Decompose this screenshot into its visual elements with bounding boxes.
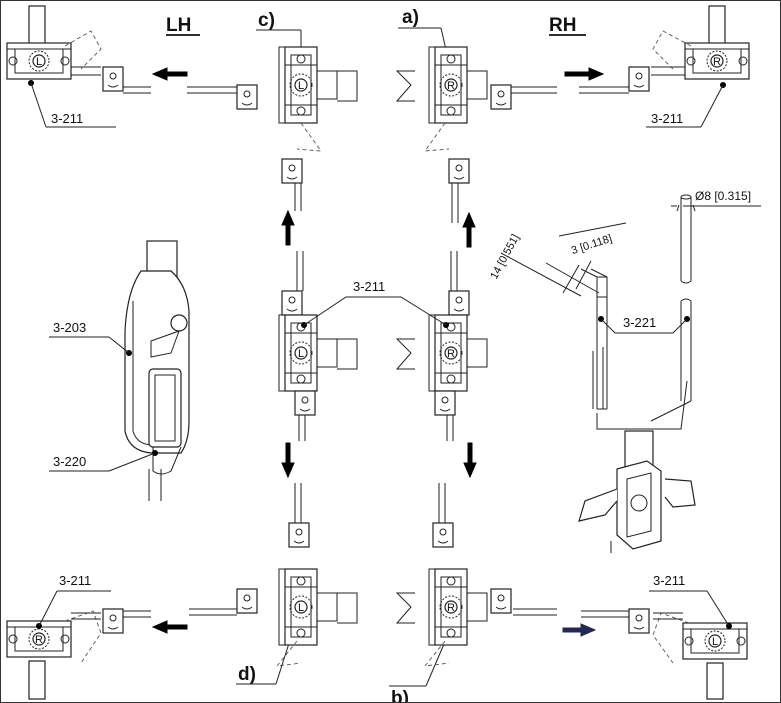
callout-rod: 3-221 [623, 315, 656, 330]
variant-a-label: a) [402, 7, 419, 28]
lock-br-letter: L [712, 636, 718, 648]
arrow-left-icon [151, 620, 188, 634]
variant-c-label: c) [258, 10, 275, 31]
arrow-up-icon [462, 211, 476, 248]
callout-lock-mid: 3-211 [353, 279, 385, 294]
lock-bottom-right: L 3-211 [581, 573, 748, 700]
callout-lock-tr: 3-211 [651, 111, 683, 126]
lock-top-right: R 3-211 [579, 5, 750, 128]
variant-b-label: b) [391, 688, 409, 702]
rod-detail: Ø8 [0.315] 14 [0.551] 3 [0.118] 3-221 [488, 189, 761, 553]
arrow-up-icon [281, 209, 295, 246]
lock-variant-c: L [187, 46, 358, 211]
callout-lock-br: 3-211 [653, 573, 685, 588]
callout-handle: 3-220 [53, 454, 86, 469]
arrow-down-icon [281, 442, 295, 479]
rod-diameter-dim: Ø8 [0.315] [695, 189, 751, 203]
lock-c-letter: L [298, 80, 304, 92]
callout-lock-tl: 3-211 [51, 111, 83, 126]
lock-letter-l: L [36, 56, 42, 68]
lock-middle-left: L [278, 251, 358, 441]
variant-d-label: d) [238, 664, 256, 685]
lock-a-letter: R [447, 80, 455, 92]
rh-heading: RH [549, 15, 576, 36]
arrow-left-icon [151, 67, 188, 81]
lock-mid-l-letter: L [298, 348, 304, 360]
arrow-right-icon [564, 67, 605, 81]
lock-variant-a: R [395, 46, 557, 223]
arrow-right-icon [562, 623, 597, 637]
arrow-down-icon [463, 442, 477, 479]
lock-top-left: L 3-211 [6, 5, 151, 128]
lock-d-letter: L [298, 602, 304, 614]
lock-middle-right: R [395, 251, 488, 441]
lock-bottom-left: R 3-211 [6, 573, 151, 700]
lock-bl-letter: R [35, 634, 43, 646]
lock-letter-r: R [713, 56, 721, 68]
lh-heading: LH [166, 15, 191, 36]
bend-thickness-dim: 3 [0.118] [570, 233, 614, 257]
callout-lock-bl: 3-211 [59, 573, 91, 588]
lock-variant-b: R [395, 483, 557, 667]
lock-variant-d: L [189, 483, 358, 667]
callout-housing: 3-203 [53, 320, 86, 335]
lock-mid-r-letter: R [447, 348, 455, 360]
housing-assembly: 3-203 3-220 [49, 240, 190, 501]
bend-width-dim: 14 [0.551] [488, 232, 522, 281]
lock-b-letter: R [447, 602, 455, 614]
